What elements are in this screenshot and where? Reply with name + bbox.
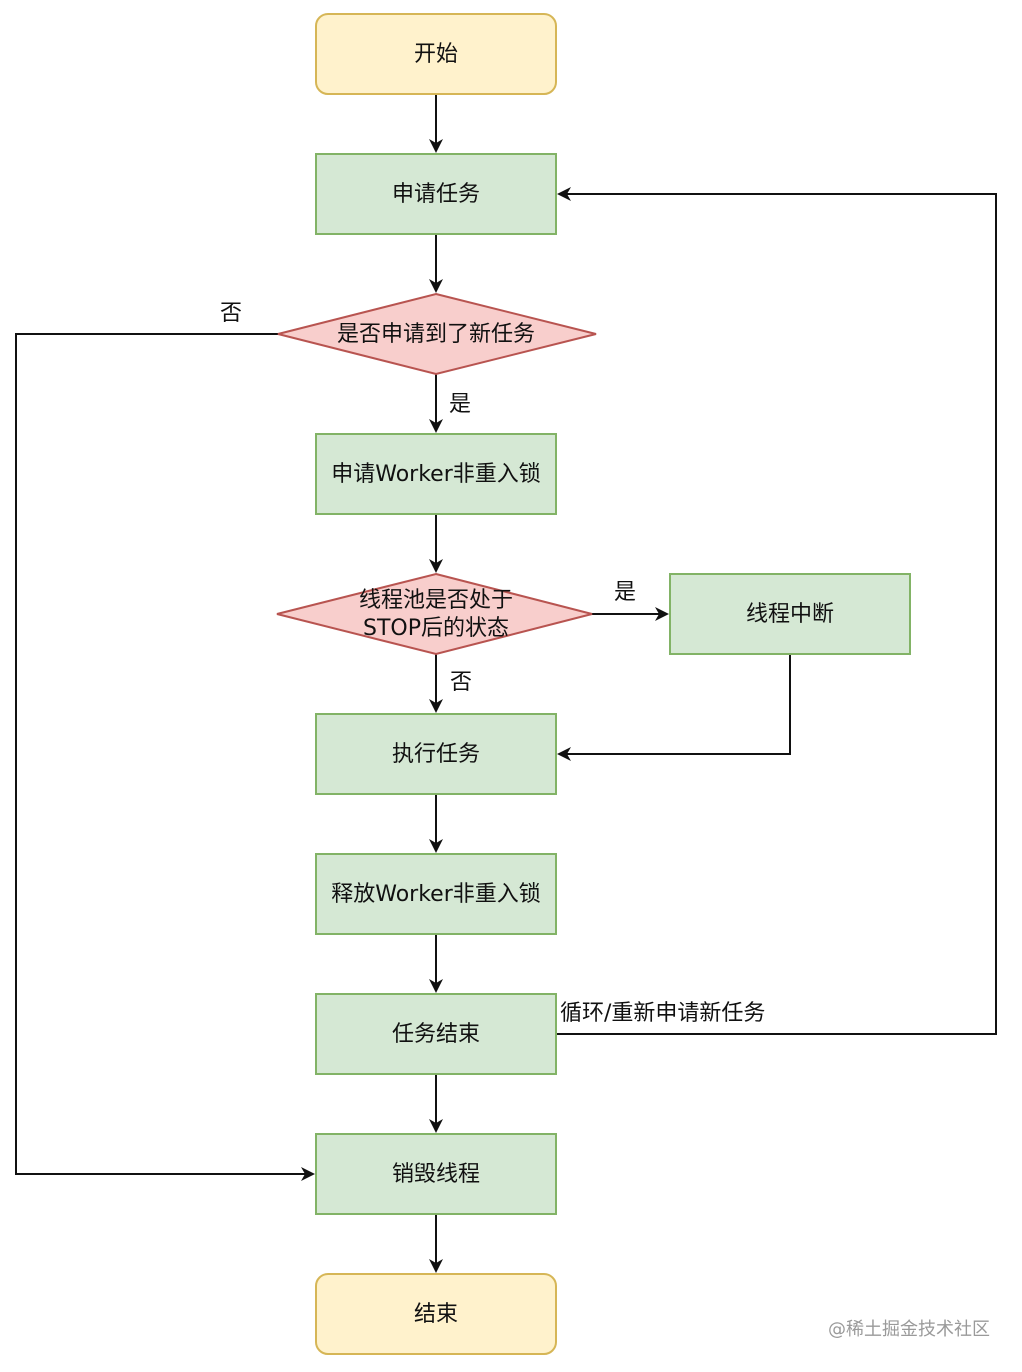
node-label: 任务结束 [392, 1022, 480, 1047]
process-shape [315, 1133, 557, 1215]
node-run-task: 执行任务 [315, 713, 557, 795]
edge-label-loop: 循环/重新申请新任务 [560, 1001, 765, 1026]
decision-shape [277, 292, 597, 376]
node-got-task-question: 是否申请到了新任务 [277, 292, 597, 376]
node-apply-lock: 申请Worker非重入锁 [315, 433, 557, 515]
node-label: 结束 [414, 1302, 458, 1327]
node-label: 执行任务 [392, 742, 480, 767]
node-pool-stop-question: 线程池是否处于 STOP后的状态 [276, 572, 593, 656]
process-shape [315, 713, 557, 795]
edge-label-yes-task: 是 [449, 392, 471, 417]
process-shape [315, 433, 557, 515]
node-release-lock: 释放Worker非重入锁 [315, 853, 557, 935]
terminal-shape [315, 13, 557, 95]
node-end: 结束 [315, 1273, 557, 1355]
node-label-line1: 线程池是否处于 [359, 588, 513, 613]
node-label: 销毁线程 [392, 1162, 480, 1187]
node-start: 开始 [315, 13, 557, 95]
node-interrupt: 线程中断 [669, 573, 911, 655]
process-shape [669, 573, 911, 655]
node-label: 申请任务 [392, 182, 480, 207]
edge-loop-to-apply [556, 187, 997, 1035]
edge-label-no-task: 否 [220, 301, 242, 326]
watermark: @稀土掘金技术社区 [828, 1319, 990, 1340]
node-label: 是否申请到了新任务 [337, 322, 535, 347]
edge-q1-no-to-destroy [15, 333, 315, 1181]
process-shape [315, 993, 557, 1075]
node-label: 开始 [414, 42, 458, 67]
edge-label-yes-stop: 是 [614, 580, 636, 605]
node-label: 释放Worker非重入锁 [331, 882, 541, 907]
node-apply-task: 申请任务 [315, 153, 557, 235]
edge-label-no-stop: 否 [450, 670, 472, 695]
node-label: 申请Worker非重入锁 [331, 462, 541, 487]
decision-shape [276, 572, 593, 656]
node-destroy-thread: 销毁线程 [315, 1133, 557, 1215]
edge-interrupt-to-run [557, 655, 791, 761]
process-shape [315, 853, 557, 935]
node-label-line2: STOP后的状态 [363, 616, 509, 641]
node-label: 线程中断 [746, 602, 834, 627]
edges [15, 95, 997, 1273]
node-task-end: 任务结束 [315, 993, 557, 1075]
terminal-shape [315, 1273, 557, 1355]
process-shape [315, 153, 557, 235]
